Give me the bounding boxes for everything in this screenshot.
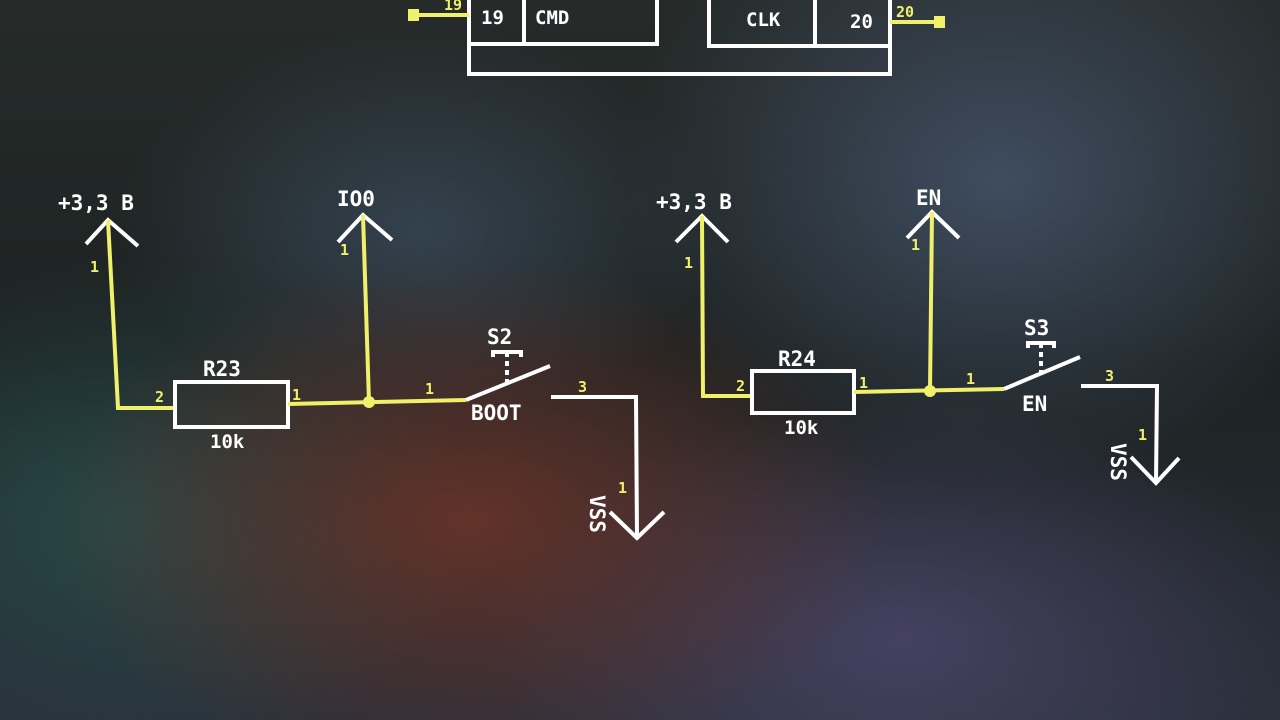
pin-number: 1 bbox=[618, 479, 627, 497]
net-label: EN bbox=[916, 186, 941, 210]
switch-name: EN bbox=[1022, 392, 1047, 416]
switch-button-icon bbox=[1026, 341, 1056, 348]
wire bbox=[551, 395, 639, 538]
pin-number: 1 bbox=[1138, 426, 1147, 444]
pin-number: 1 bbox=[340, 241, 349, 259]
wire bbox=[361, 214, 371, 403]
resistor-r24[interactable] bbox=[750, 369, 856, 415]
power-label: +3,3 B bbox=[656, 190, 732, 214]
ic-pin-label: CLK bbox=[746, 9, 781, 31]
switch-name: BOOT bbox=[471, 401, 522, 425]
ground-arrow-icon bbox=[608, 510, 666, 541]
pin-number: 19 bbox=[444, 0, 462, 14]
pin-number: 3 bbox=[1105, 367, 1114, 385]
wire bbox=[928, 211, 934, 392]
ground-label: VSS bbox=[1106, 443, 1130, 481]
ground-arrow-icon bbox=[1129, 455, 1181, 486]
pin-endpoint[interactable] bbox=[408, 9, 419, 21]
switch-ref: S3 bbox=[1024, 316, 1049, 340]
resistor-value: 10k bbox=[784, 417, 819, 439]
power-label: +3,3 B bbox=[58, 191, 134, 215]
pin-number: 1 bbox=[425, 380, 434, 398]
wire bbox=[106, 219, 175, 410]
pin-endpoint[interactable] bbox=[934, 16, 945, 28]
boot-circuit[interactable]: +3,3 B 1 IO0 1 R23 10k 2 1 1 S2 BOOT 3 1… bbox=[58, 187, 666, 541]
wire bbox=[1081, 384, 1160, 483]
junction-dot bbox=[363, 396, 375, 408]
resistor-r23[interactable] bbox=[173, 380, 290, 429]
switch-ref: S2 bbox=[487, 325, 512, 349]
wire bbox=[700, 215, 752, 398]
enable-circuit[interactable]: +3,3 B 1 EN 1 R24 10k 2 1 1 S3 EN 3 1 VS… bbox=[656, 186, 1181, 486]
ic-pin-number: 19 bbox=[481, 7, 504, 29]
pin-number: 1 bbox=[966, 370, 975, 388]
pin-number: 1 bbox=[859, 374, 868, 392]
pin-number: 1 bbox=[684, 254, 693, 272]
switch-button-icon bbox=[491, 350, 523, 357]
ground-label: VSS bbox=[585, 495, 609, 533]
pin-number: 2 bbox=[155, 388, 164, 406]
ic-cell-clk bbox=[707, 0, 892, 48]
pin-number: 1 bbox=[292, 386, 301, 404]
pin-number: 3 bbox=[578, 378, 587, 396]
pin-number: 1 bbox=[90, 258, 99, 276]
resistor-ref: R23 bbox=[203, 357, 241, 381]
ic-block[interactable]: 19 CMD CLK 20 19 20 bbox=[408, 0, 945, 76]
resistor-ref: R24 bbox=[778, 347, 816, 371]
ic-pin-number: 20 bbox=[850, 11, 873, 33]
pin-number: 20 bbox=[896, 3, 914, 21]
ic-pin-label: CMD bbox=[535, 7, 569, 29]
pin-number: 1 bbox=[911, 236, 920, 254]
junction-dot bbox=[924, 385, 936, 397]
net-label: IO0 bbox=[337, 187, 375, 211]
power-arrow-icon bbox=[84, 217, 140, 248]
ic-body bbox=[467, 0, 892, 76]
pin-number: 2 bbox=[736, 377, 745, 395]
resistor-value: 10k bbox=[210, 431, 245, 453]
wire bbox=[287, 398, 467, 406]
